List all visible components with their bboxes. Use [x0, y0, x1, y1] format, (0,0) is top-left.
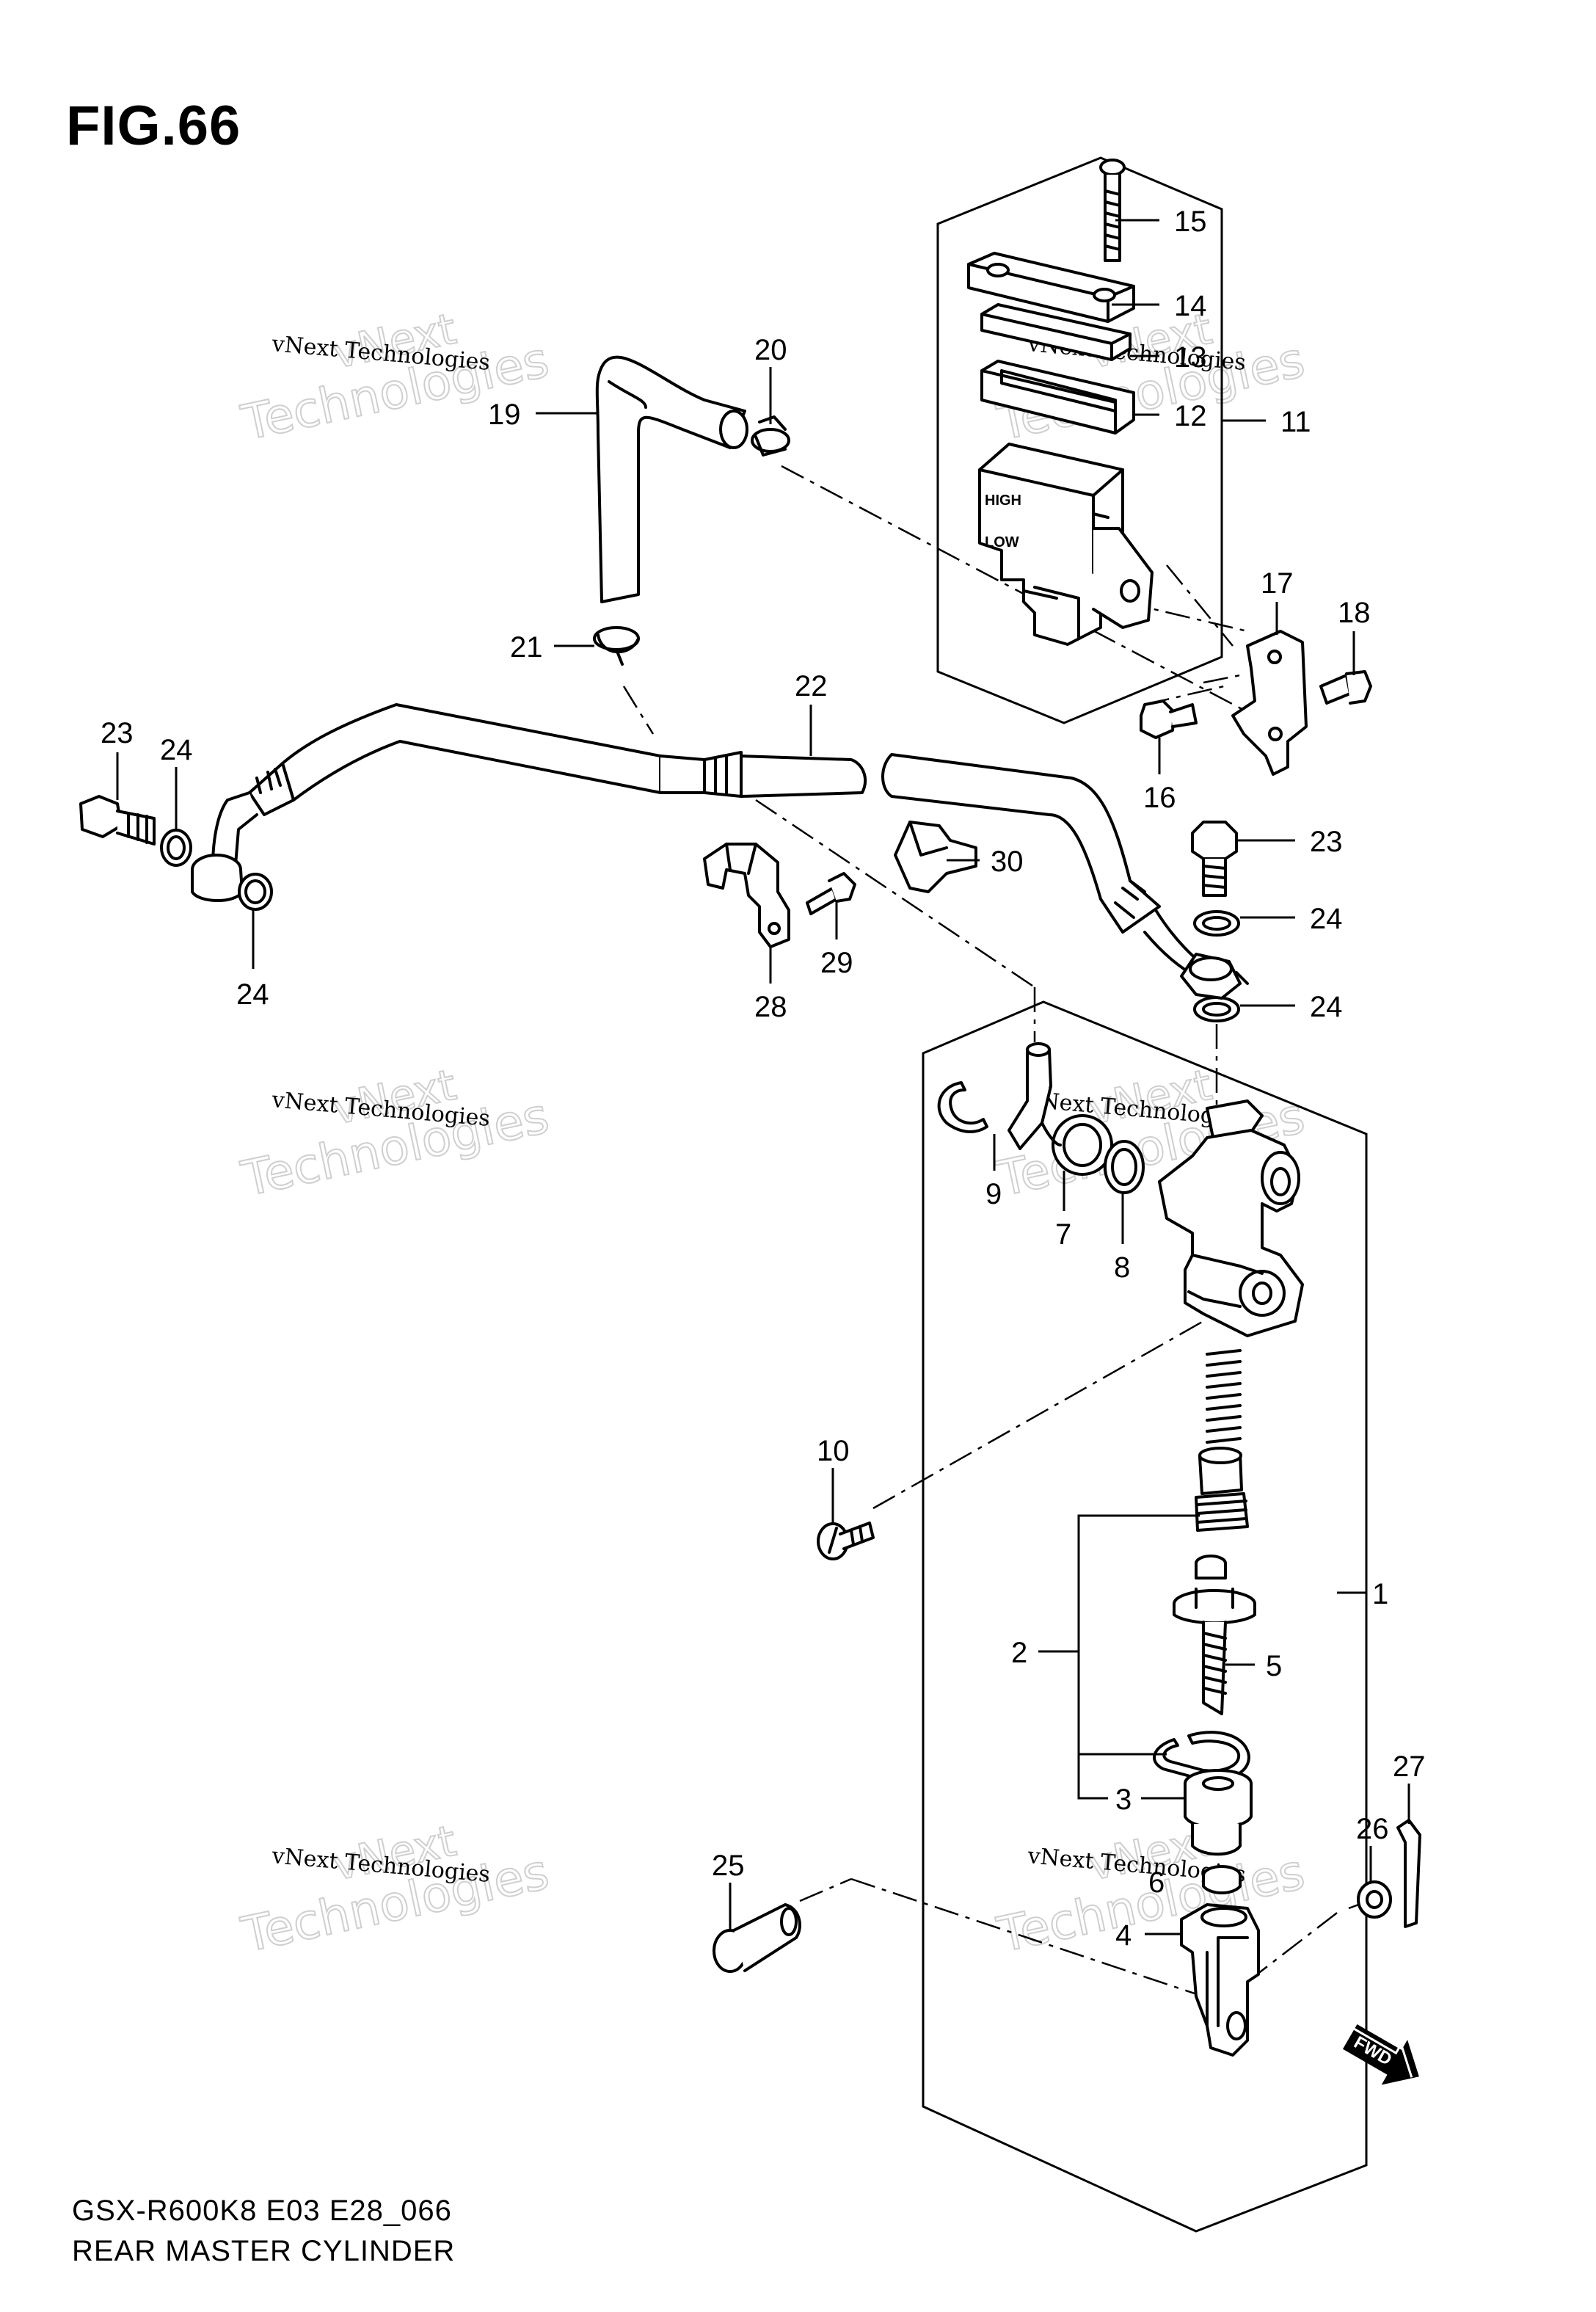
figure-title: FIG.66 [66, 95, 241, 157]
callout-9: 9 [985, 1178, 1002, 1210]
leader-lines [116, 219, 1410, 1935]
callout-19: 19 [488, 399, 521, 431]
hose-right-banjo [1180, 953, 1249, 1000]
dash-bolt10-line [872, 1320, 1204, 1510]
dash-bracket-line [1166, 564, 1234, 647]
part-15-screw [1099, 159, 1126, 262]
callout-23-left: 23 [101, 717, 134, 749]
callout-12: 12 [1174, 400, 1207, 432]
part-4-clevis [1180, 1903, 1260, 2057]
part-10-bolt [817, 1522, 875, 1560]
assembly-dash-lines [622, 465, 1379, 1998]
hose-left-banjo [191, 762, 295, 902]
callout-labels: 15 14 13 12 11 19 20 21 22 23 24 24 17 1… [101, 206, 1426, 1952]
assembly-outlines [922, 156, 1368, 2233]
callout-2: 2 [1011, 1637, 1027, 1669]
part-30-hose-clamp [894, 821, 977, 893]
parts: HIGH LOW [79, 159, 1421, 2057]
callout-24-left-b: 24 [236, 978, 269, 1011]
callout-11: 11 [1280, 406, 1311, 438]
part-16-bolt [1140, 699, 1198, 739]
dash-hose-to-cylinder [755, 799, 1035, 989]
callout-15: 15 [1174, 206, 1207, 238]
watermark-group: vNext Technologies vNext Technologies vN… [236, 303, 1311, 1964]
callout-13: 13 [1174, 341, 1207, 374]
master-cylinder-assembly-box [922, 1000, 1368, 2233]
part-24-washer-right-a-hole [1202, 916, 1231, 931]
callout-14: 14 [1174, 290, 1207, 322]
callout-30: 30 [991, 846, 1024, 878]
callout-16: 16 [1143, 782, 1176, 814]
callout-25: 25 [712, 1850, 745, 1882]
leader-2-bracket [1077, 1514, 1200, 1800]
reservoir-mark-low: LOW [985, 534, 1019, 550]
callout-6: 6 [1148, 1866, 1165, 1899]
callout-8: 8 [1114, 1251, 1130, 1284]
callout-20: 20 [754, 334, 787, 366]
fwd-arrow-icon: FWD [1342, 2024, 1419, 2085]
part-21-hose-clamp [593, 626, 640, 666]
callout-22: 22 [795, 670, 828, 702]
callout-7: 7 [1055, 1218, 1071, 1251]
part-9-circlip [937, 1081, 988, 1133]
part-3-dust-boot [1184, 1769, 1253, 1856]
dash-bolt18-line [1203, 674, 1241, 684]
part-20-hose-clamp [751, 415, 790, 457]
part-11-reservoir-body: HIGH LOW [978, 443, 1154, 646]
part-8-o-ring-inner [1111, 1148, 1137, 1186]
part-29-bolt [806, 872, 856, 915]
cylinder-piston [1195, 1447, 1249, 1532]
dash-washer-line [1247, 1908, 1344, 1982]
part-25-clevis-pin [713, 1903, 801, 1973]
dash-pin-line-2 [850, 1877, 1204, 1998]
part-6-lock-nut [1202, 1865, 1242, 1894]
part-22-brake-hose [281, 703, 1212, 978]
callout-17: 17 [1261, 567, 1294, 600]
part-14-reservoir-cap [967, 252, 1135, 323]
callout-18: 18 [1338, 597, 1371, 629]
part-24-washer-right-b-hole [1202, 1002, 1231, 1017]
part-26-washer-hole [1366, 1890, 1383, 1909]
callout-26: 26 [1356, 1813, 1389, 1845]
cylinder-spring [1206, 1349, 1242, 1444]
watermark: vNext Technologies [236, 1815, 555, 1964]
part-18-bolt [1319, 670, 1372, 705]
reservoir-mark-high: HIGH [985, 492, 1021, 509]
callout-1: 1 [1372, 1578, 1388, 1610]
part-13-diaphragm-plate [980, 303, 1132, 361]
part-5-pushrod [1173, 1555, 1256, 1715]
part-23-union-bolt-right [1191, 821, 1238, 897]
model-code: GSX-R600K8 E03 E28_066 [72, 2195, 452, 2227]
callout-29: 29 [820, 947, 853, 979]
callout-28: 28 [754, 991, 787, 1023]
part-23-union-bolt-left [79, 795, 156, 846]
dash-clamp21-line [622, 686, 655, 735]
callout-4: 4 [1115, 1919, 1132, 1952]
part-27-cotter-pin [1396, 1819, 1421, 1928]
dash-pin-line-1 [799, 1877, 852, 1902]
part-24-washer-left-a-hole [167, 835, 186, 860]
callout-3: 3 [1115, 1784, 1132, 1816]
callout-24-left-a: 24 [160, 734, 193, 766]
callout-10: 10 [817, 1435, 850, 1467]
part-28-hose-clamp [703, 843, 790, 948]
reservoir-assembly-box [936, 156, 1223, 724]
part-19-breather-hose [595, 355, 748, 603]
part-1-cylinder-body [1158, 1099, 1304, 1337]
callout-27: 27 [1393, 1751, 1426, 1783]
callout-21: 21 [510, 631, 543, 664]
callout-23-right: 23 [1310, 826, 1343, 858]
part-24-washer-left-b-hole [244, 879, 266, 904]
watermark: vNext Technologies [236, 1059, 555, 1208]
assembly-name: REAR MASTER CYLINDER [72, 2235, 456, 2267]
callout-24-right-b: 24 [1310, 991, 1343, 1023]
part-17-bracket [1231, 630, 1308, 776]
callout-24-right-a: 24 [1310, 903, 1343, 935]
part-7-hose-connector [1007, 1042, 1113, 1176]
callout-5: 5 [1266, 1650, 1282, 1682]
part-12-diaphragm [980, 360, 1135, 435]
